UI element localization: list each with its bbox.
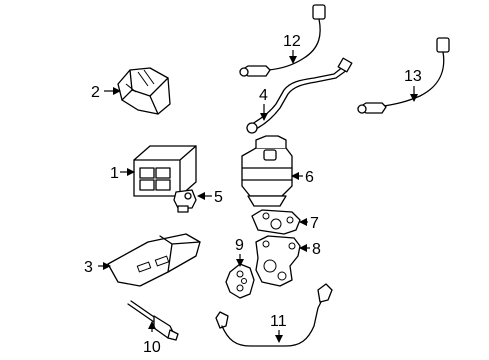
callout-10: 10 bbox=[143, 339, 161, 356]
part-9-flange-gasket bbox=[225, 263, 255, 299]
part-3-shield bbox=[107, 233, 201, 287]
part-11-wire-sensor bbox=[215, 283, 333, 347]
part-10-sensor-probe bbox=[127, 300, 179, 341]
part-7-gasket bbox=[251, 209, 301, 235]
callout-3: 3 bbox=[84, 259, 93, 276]
part-8-adapter bbox=[255, 235, 301, 287]
callout-13: 13 bbox=[404, 68, 422, 85]
callout-4: 4 bbox=[259, 87, 268, 104]
part-12-oxygen-sensor bbox=[239, 4, 326, 77]
callout-2: 2 bbox=[91, 84, 100, 101]
part-1-canister bbox=[133, 145, 197, 197]
callout-9: 9 bbox=[235, 237, 244, 254]
part-5-valve bbox=[173, 189, 197, 213]
callout-6: 6 bbox=[305, 169, 314, 186]
part-6-egr-valve bbox=[241, 135, 293, 207]
callout-11: 11 bbox=[270, 313, 287, 330]
callout-12: 12 bbox=[283, 33, 301, 50]
part-2-bracket bbox=[117, 67, 171, 115]
callout-8: 8 bbox=[312, 241, 321, 258]
callout-7: 7 bbox=[310, 215, 319, 232]
part-13-oxygen-sensor bbox=[357, 37, 450, 114]
callout-5: 5 bbox=[214, 189, 223, 206]
callout-1: 1 bbox=[110, 165, 119, 182]
